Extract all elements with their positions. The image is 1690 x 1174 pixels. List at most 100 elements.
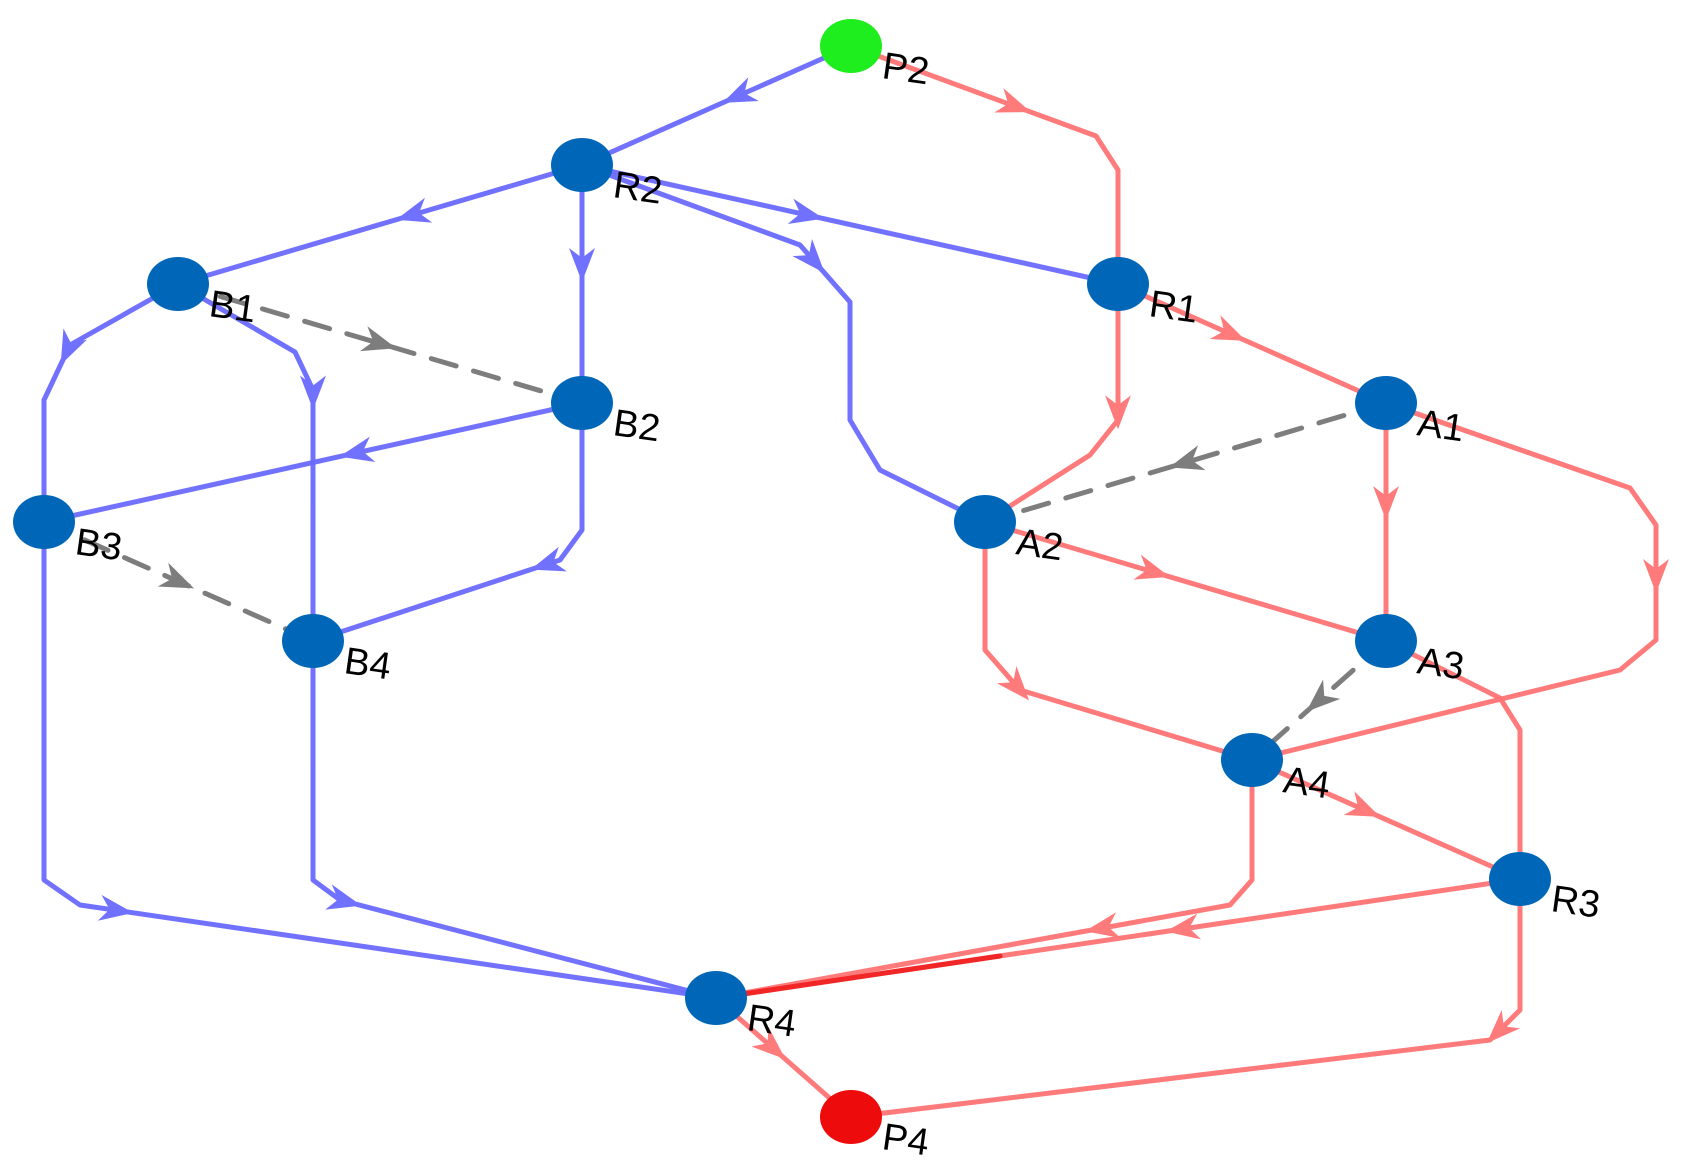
edge-b1-to-b4-arrowhead <box>300 375 326 410</box>
edge-b4-to-r4-arrowhead <box>325 884 362 910</box>
edge-a4-to-r3-line <box>1249 757 1523 882</box>
edge-a3-to-p4-line <box>848 638 1523 1120</box>
edge-r2-to-b1-arrowhead <box>396 197 433 223</box>
edge-b3-to-r4-arrowhead <box>97 895 134 921</box>
edge-r2-to-r1[interactable] <box>579 162 1121 287</box>
node-b2-circle <box>551 376 613 430</box>
node-b4-label: B4 <box>342 640 394 688</box>
node-p4-circle <box>820 1090 882 1144</box>
edge-r2-to-b1-line <box>175 162 585 287</box>
node-r4-label: R4 <box>745 997 799 1045</box>
edge-b3-to-r4[interactable] <box>41 519 719 1001</box>
edge-a1-to-a3[interactable] <box>1373 400 1399 644</box>
edge-r2-to-a2-line <box>579 162 988 525</box>
node-r1-circle <box>1087 257 1149 311</box>
edge-b4-to-r4-line <box>310 638 719 1001</box>
edge-a2-to-a3[interactable] <box>982 519 1389 644</box>
node-a1[interactable]: A1 <box>1355 376 1467 450</box>
edge-r1-to-a2[interactable] <box>982 281 1131 525</box>
edge-a3-to-a4-arrowhead <box>1306 679 1341 712</box>
node-p4-label: P4 <box>880 1116 932 1164</box>
edge-b3-to-r4-line <box>41 519 719 1001</box>
node-r2-circle <box>551 138 613 192</box>
edge-p2-to-r1[interactable] <box>848 43 1121 287</box>
node-b3[interactable]: B3 <box>13 495 125 569</box>
edge-layer <box>41 43 1669 1120</box>
node-b4[interactable]: B4 <box>282 614 394 688</box>
node-p4[interactable]: P4 <box>820 1090 932 1164</box>
edge-r1-to-a2-line <box>982 281 1121 525</box>
edge-b4-to-r4[interactable] <box>310 638 719 1001</box>
edge-a4-to-r4[interactable] <box>713 757 1255 1001</box>
edge-b1-to-b2-line <box>175 281 585 406</box>
node-a1-circle <box>1355 376 1417 430</box>
node-r2[interactable]: R2 <box>551 138 665 213</box>
edge-a2-to-a4-line <box>982 519 1255 763</box>
edge-p2-to-r2-line <box>579 43 854 168</box>
edge-a3-to-a4[interactable] <box>1249 638 1389 763</box>
edge-r3-to-r4-arrowhead <box>1165 913 1202 940</box>
edge-b1-to-b4-line <box>175 281 316 644</box>
edge-b3-to-b4[interactable] <box>41 519 316 644</box>
edge-b2-to-b3-line <box>41 400 585 525</box>
edge-b3-to-b4-arrowhead <box>157 562 195 589</box>
edge-a1-to-a3-arrowhead <box>1373 485 1399 520</box>
edge-a1-to-a2[interactable] <box>982 400 1389 525</box>
edge-r1-to-a1-line <box>1115 281 1389 406</box>
node-b2[interactable]: B2 <box>551 376 663 450</box>
edge-b2-to-b4[interactable] <box>310 400 585 644</box>
edge-r2-to-b2[interactable] <box>569 162 595 406</box>
node-a3[interactable]: A3 <box>1355 614 1467 688</box>
edge-r4-to-p4-arrowhead <box>751 1026 786 1060</box>
edge-a3-to-p4[interactable] <box>848 638 1523 1120</box>
edge-a1-to-a4[interactable] <box>1249 400 1669 763</box>
node-r4-circle <box>685 971 747 1025</box>
edge-p2-to-r1-arrowhead <box>994 88 1031 113</box>
edge-a1-to-a4-arrowhead <box>1643 559 1669 594</box>
node-a1-label: A1 <box>1415 402 1467 450</box>
node-p2[interactable]: P2 <box>820 19 932 93</box>
node-b1-circle <box>147 257 209 311</box>
node-r4[interactable]: R4 <box>685 971 799 1046</box>
node-a2[interactable]: A2 <box>954 495 1066 569</box>
edge-r4-to-p4[interactable] <box>713 995 854 1120</box>
node-b1[interactable]: B1 <box>147 257 259 331</box>
node-a4-circle <box>1221 733 1283 787</box>
edge-b1-to-b4[interactable] <box>175 281 326 644</box>
edge-p2-to-r2-arrowhead <box>722 77 759 103</box>
edge-r2-to-a2-arrowhead <box>792 238 825 274</box>
node-b2-label: B2 <box>611 402 663 450</box>
edge-a4-to-r3[interactable] <box>1249 757 1523 882</box>
edge-b2-to-b3[interactable] <box>41 400 585 525</box>
node-b4-circle <box>282 614 344 668</box>
node-r1[interactable]: R1 <box>1087 257 1201 332</box>
edge-b1-to-b2-arrowhead <box>360 326 397 352</box>
edge-a2-to-a4[interactable] <box>982 519 1255 763</box>
node-b3-circle <box>13 495 75 549</box>
node-b1-label: B1 <box>207 283 259 331</box>
edge-a4-to-r4-arrowhead <box>1084 912 1121 938</box>
node-a3-label: A3 <box>1415 640 1467 688</box>
node-a3-circle <box>1355 614 1417 668</box>
edge-b2-to-b3-arrowhead <box>339 436 376 463</box>
edge-r2-to-a2[interactable] <box>579 162 988 525</box>
edge-a3-to-p4-arrowhead <box>1486 1009 1521 1044</box>
node-r3[interactable]: R3 <box>1489 852 1603 927</box>
edge-b1-to-b3-line <box>41 281 181 525</box>
edge-p2-to-r2[interactable] <box>579 43 854 168</box>
edge-r1-to-a1[interactable] <box>1115 281 1389 406</box>
edge-b2-to-b4-arrowhead <box>530 546 567 572</box>
edge-r2-to-b1[interactable] <box>175 162 585 287</box>
node-p2-label: P2 <box>880 45 932 93</box>
edge-a1-to-a2-arrowhead <box>1169 445 1206 471</box>
node-a4[interactable]: A4 <box>1221 733 1333 807</box>
edge-a4-to-r4-line <box>713 757 1255 1001</box>
edge-b1-to-b3[interactable] <box>41 281 181 525</box>
edge-a4-to-r3-arrowhead <box>1343 791 1381 817</box>
node-b3-label: B3 <box>73 521 125 569</box>
node-a2-label: A2 <box>1014 521 1066 569</box>
edge-r1-to-a1-arrowhead <box>1209 315 1247 341</box>
node-r2-label: R2 <box>611 164 665 212</box>
edge-b1-to-b2[interactable] <box>175 281 585 406</box>
